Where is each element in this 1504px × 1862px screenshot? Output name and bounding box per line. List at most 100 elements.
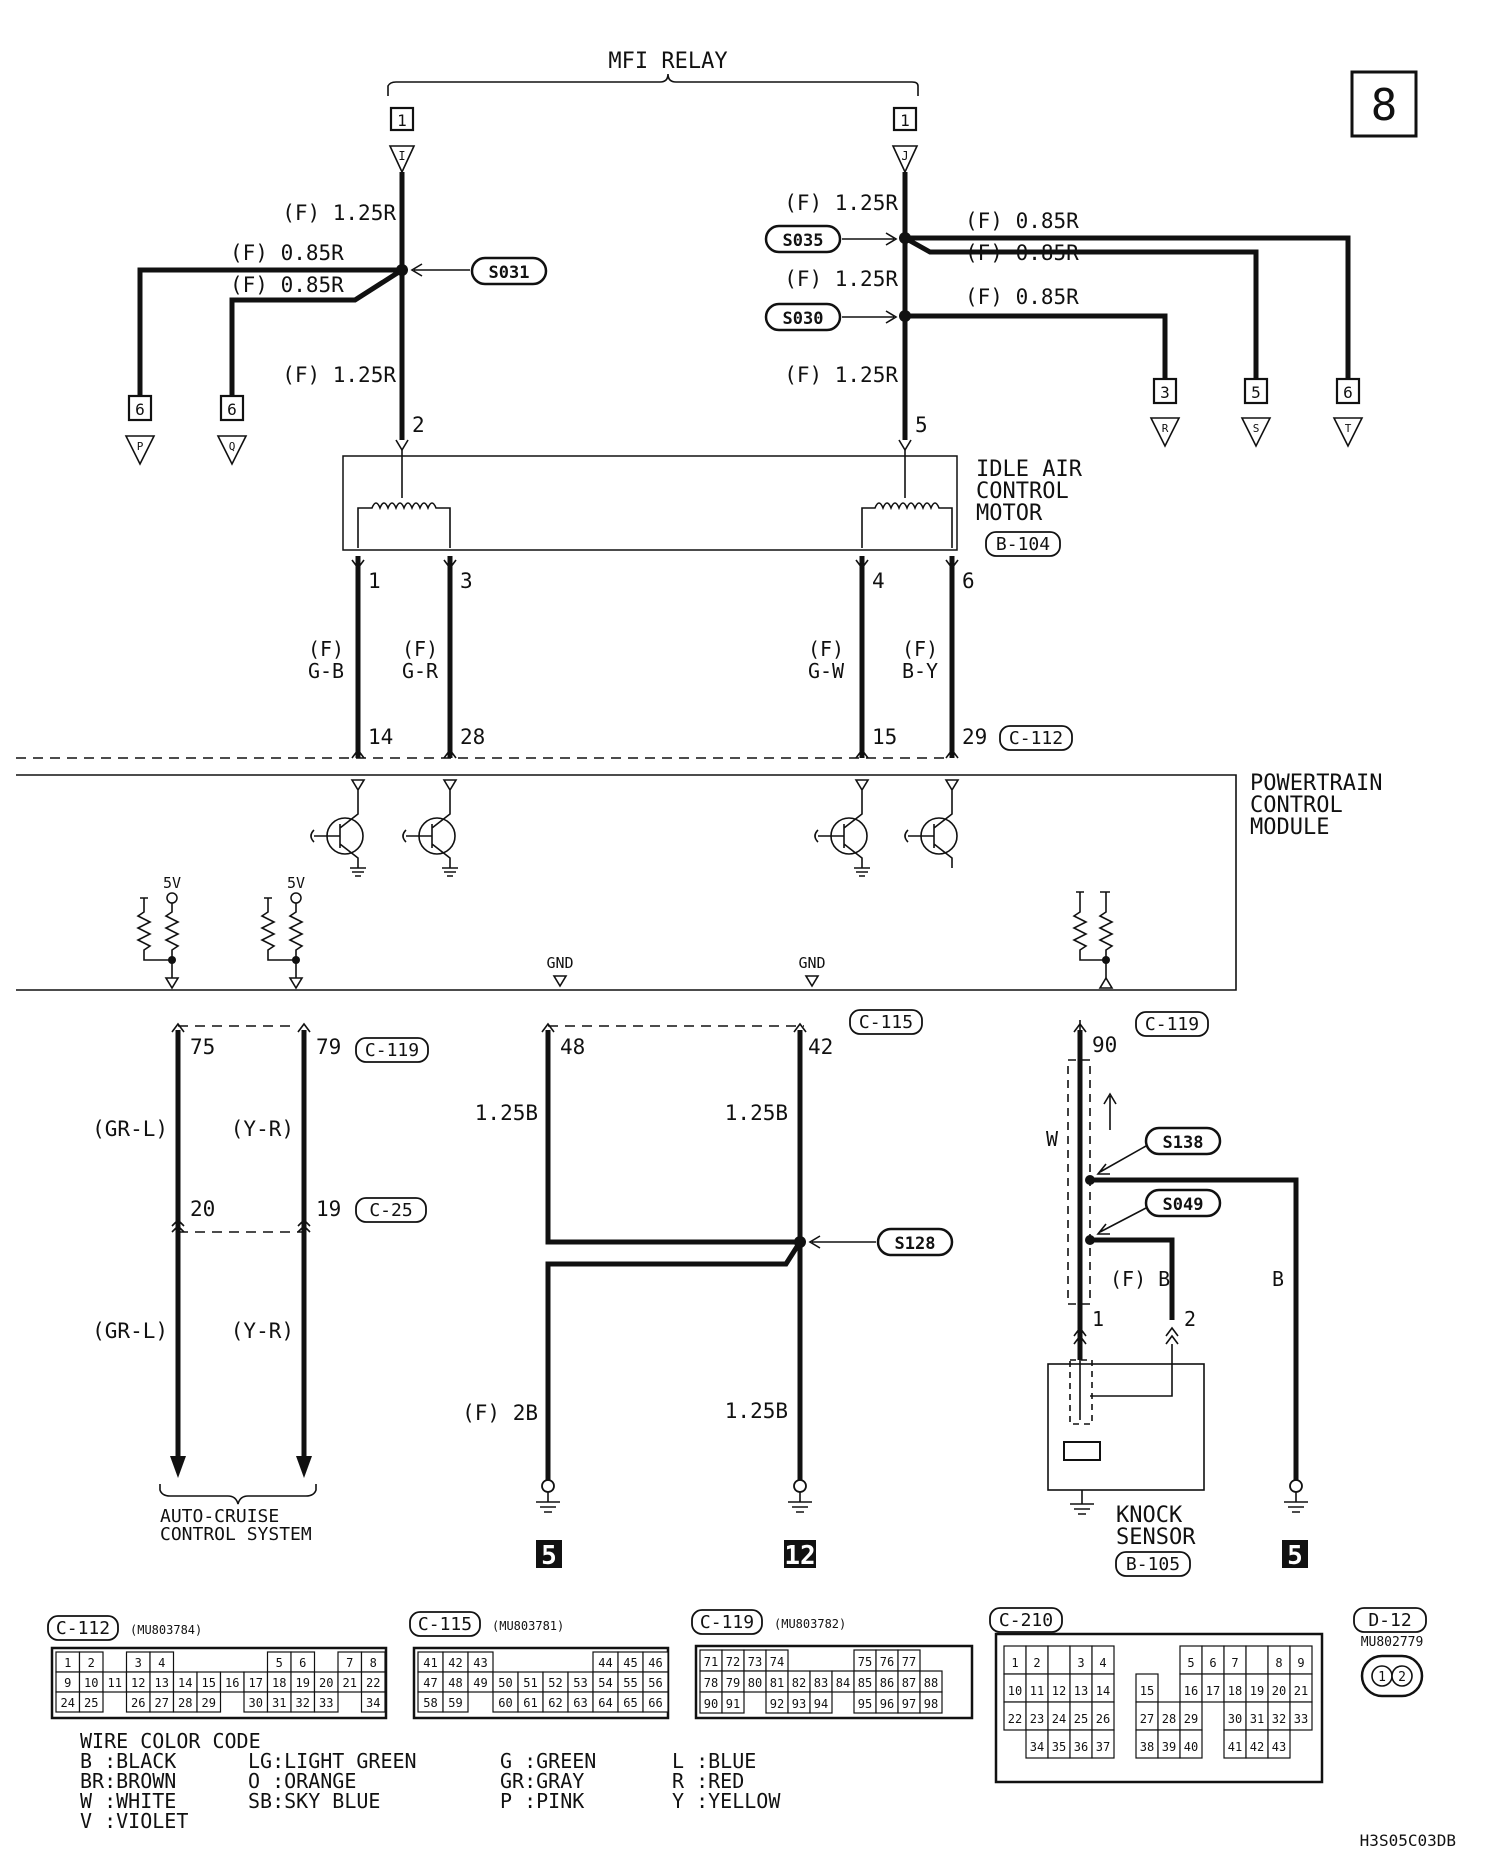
splice-s128-arrow <box>808 1235 876 1249</box>
splice-s031 <box>470 256 548 286</box>
svg-text:3: 3 <box>135 1656 142 1670</box>
conn-q-letter: Q <box>229 440 236 453</box>
right-wire-c: (F) 0.85R <box>965 285 1079 309</box>
splice-s035 <box>764 224 842 254</box>
svg-text:41: 41 <box>423 1656 437 1670</box>
gnd-wire-c: (F) 2B <box>462 1401 538 1425</box>
iac-label-2: CONTROL <box>976 479 1069 504</box>
svg-text:43: 43 <box>473 1656 487 1670</box>
conn-p-letter: P <box>137 440 144 453</box>
c119-knock-tag-label: C-119 <box>1145 1014 1199 1035</box>
conn-q-terminal <box>216 435 248 466</box>
splice-s128-label: S128 <box>895 1234 936 1254</box>
svg-text:34: 34 <box>366 1696 380 1710</box>
relay-left-terminal <box>388 145 416 174</box>
ground-symbol-a <box>536 1479 560 1513</box>
knock-sensor-pin-1: 1 <box>1092 1307 1104 1331</box>
wcc-c1-0: B :BLACK <box>80 1749 176 1773</box>
pcm-gnd-right: GND <box>798 954 825 972</box>
iac-wire-4-f: (F) <box>808 637 844 661</box>
c112-tag <box>999 725 1073 751</box>
pcm-pin-markers <box>351 748 959 759</box>
iac-pin-4: 4 <box>872 569 885 593</box>
pcm-pin-15: 15 <box>872 725 897 749</box>
knock-sensor-shield <box>1069 1359 1093 1425</box>
c115-pin-markers <box>541 1022 807 1033</box>
c25-tag-label: C-25 <box>369 1200 412 1221</box>
page-number: 8 <box>1371 80 1398 131</box>
cruise-wire-b-upper: (Y-R) <box>231 1117 294 1141</box>
knock-sensor-pin-2: 2 <box>1184 1307 1196 1331</box>
knock-sensor-body <box>1047 1363 1205 1491</box>
wcc-c1-1: BR:BROWN <box>80 1769 176 1793</box>
c112-tag-label: C-112 <box>1009 728 1063 749</box>
right-splice-a-dot <box>899 232 911 244</box>
svg-text:33: 33 <box>1294 1712 1308 1726</box>
c115-name: C-115 <box>418 1614 472 1635</box>
svg-text:62: 62 <box>548 1696 562 1710</box>
splice-s049-arrow <box>1096 1207 1147 1235</box>
wcc-c4-2: Y :YELLOW <box>672 1789 781 1813</box>
svg-text:17: 17 <box>249 1676 263 1690</box>
iac-pin-markers <box>351 559 959 570</box>
svg-text:14: 14 <box>1096 1684 1110 1698</box>
svg-text:12: 12 <box>131 1676 145 1690</box>
cruise-pin-20: 20 <box>190 1197 215 1221</box>
iac-pin-3: 3 <box>460 569 473 593</box>
svg-text:20: 20 <box>1272 1684 1286 1698</box>
svg-text:39: 39 <box>1162 1740 1176 1754</box>
wcc-title: WIRE COLOR CODE <box>80 1729 261 1753</box>
knock-sensor-pin-markers <box>1073 1326 1179 1345</box>
svg-text:90: 90 <box>704 1697 718 1711</box>
svg-text:41: 41 <box>1228 1740 1242 1754</box>
cruise-arrow-b <box>296 1456 312 1478</box>
conn-r-box <box>1152 377 1178 405</box>
iac-wire-6-f: (F) <box>902 637 938 661</box>
pcm-pullups: 5V 5V <box>136 874 1114 990</box>
cruise-label-1: AUTO-CRUISE <box>160 1506 279 1527</box>
svg-text:94: 94 <box>814 1697 828 1711</box>
svg-text:93: 93 <box>792 1697 806 1711</box>
knock-connector-tag <box>1115 1551 1191 1577</box>
svg-text:1: 1 <box>1011 1656 1018 1670</box>
ground-symbol-c <box>1284 1479 1308 1513</box>
c115-part: (MU803781) <box>492 1619 564 1633</box>
svg-text:35: 35 <box>1052 1740 1066 1754</box>
svg-text:27: 27 <box>155 1696 169 1710</box>
wcc-c1-2: W :WHITE <box>80 1789 176 1813</box>
conn-p-box <box>127 394 153 422</box>
conn-p-terminal <box>124 435 156 466</box>
iac-motor-box <box>342 455 958 551</box>
conn-s-terminal <box>1240 417 1272 448</box>
ground-b-label: 12 <box>784 1541 815 1571</box>
svg-text:18: 18 <box>272 1676 286 1690</box>
svg-text:65: 65 <box>623 1696 637 1710</box>
right-wire-bottom: (F) 1.25R <box>784 363 898 387</box>
relay-right-pin: 1 <box>900 111 910 130</box>
svg-text:78: 78 <box>704 1676 718 1690</box>
svg-text:7: 7 <box>346 1656 353 1670</box>
svg-text:30: 30 <box>1228 1712 1242 1726</box>
iac-wire-1-f: (F) <box>308 637 344 661</box>
gnd-splice-dot <box>794 1236 806 1248</box>
splice-s049-dot <box>1085 1235 1095 1245</box>
cruise-pin-markers <box>171 1022 311 1033</box>
svg-text:24: 24 <box>1052 1712 1066 1726</box>
right-wire-b: (F) 0.85R <box>965 241 1079 265</box>
pcm-label-3: MODULE <box>1250 815 1329 840</box>
svg-text:77: 77 <box>902 1655 916 1669</box>
svg-text:88: 88 <box>924 1676 938 1690</box>
svg-text:81: 81 <box>770 1676 784 1690</box>
svg-text:4: 4 <box>158 1656 165 1670</box>
svg-text:51: 51 <box>523 1676 537 1690</box>
right-wire-top: (F) 1.25R <box>784 191 898 215</box>
svg-text:52: 52 <box>548 1676 562 1690</box>
pcm-pin-29: 29 <box>962 725 987 749</box>
pcm-pin-14: 14 <box>368 725 393 749</box>
wcc-c3-0: G :GREEN <box>500 1749 596 1773</box>
iac-wire-4-color: G-W <box>808 659 845 683</box>
svg-text:18: 18 <box>1228 1684 1242 1698</box>
